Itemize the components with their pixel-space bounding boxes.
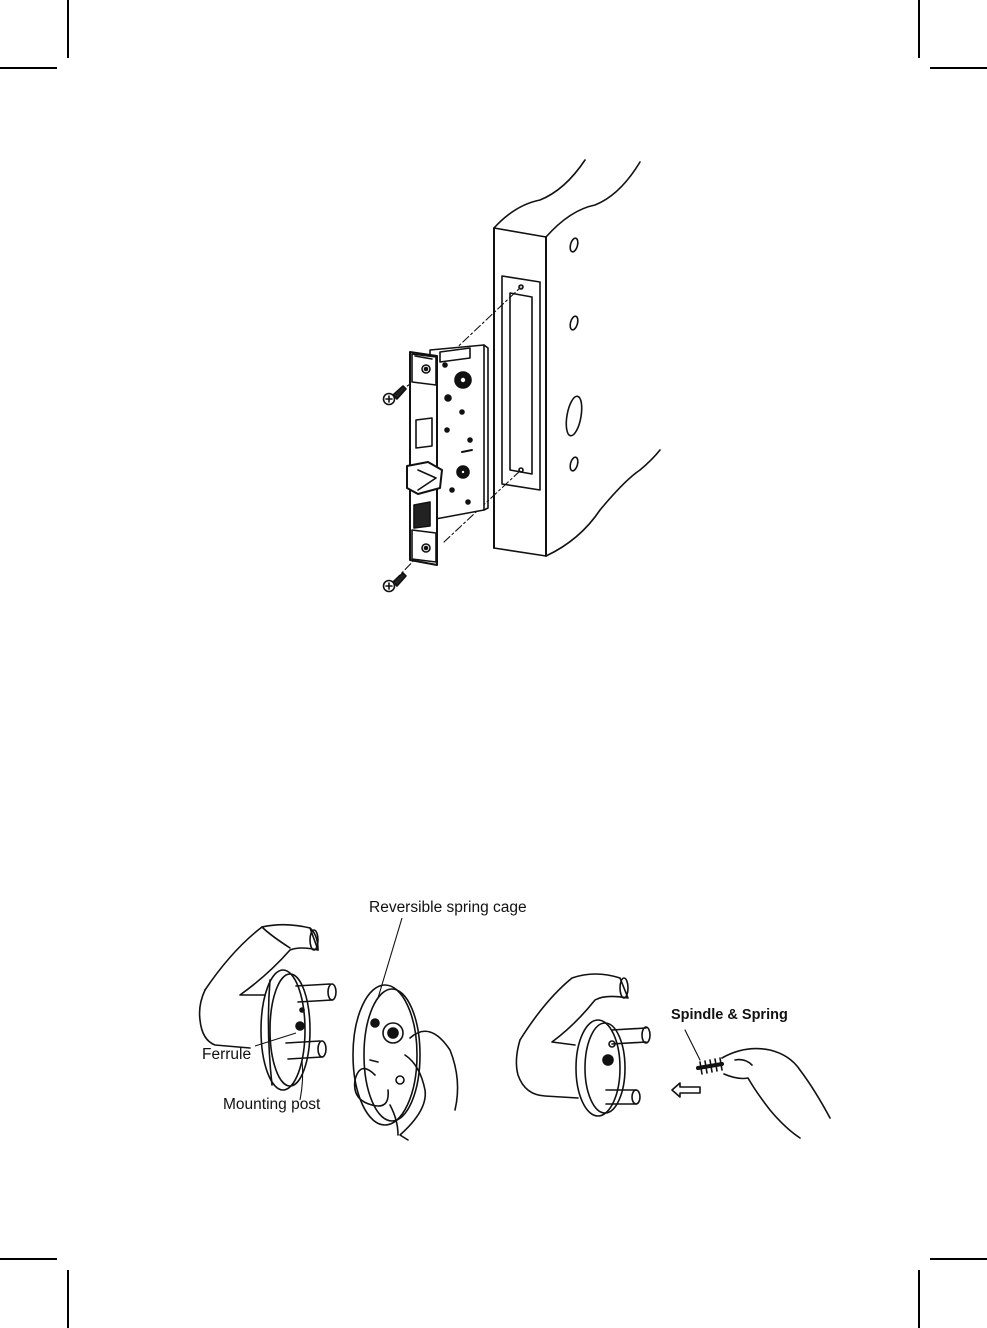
ferrule-label: Ferrule <box>202 1047 251 1063</box>
spindle-spring-label: Spindle & Spring <box>671 1008 788 1023</box>
spring-cage-label: Reversible spring cage <box>369 900 527 916</box>
mounting-post-label: Mounting post <box>223 1097 320 1113</box>
